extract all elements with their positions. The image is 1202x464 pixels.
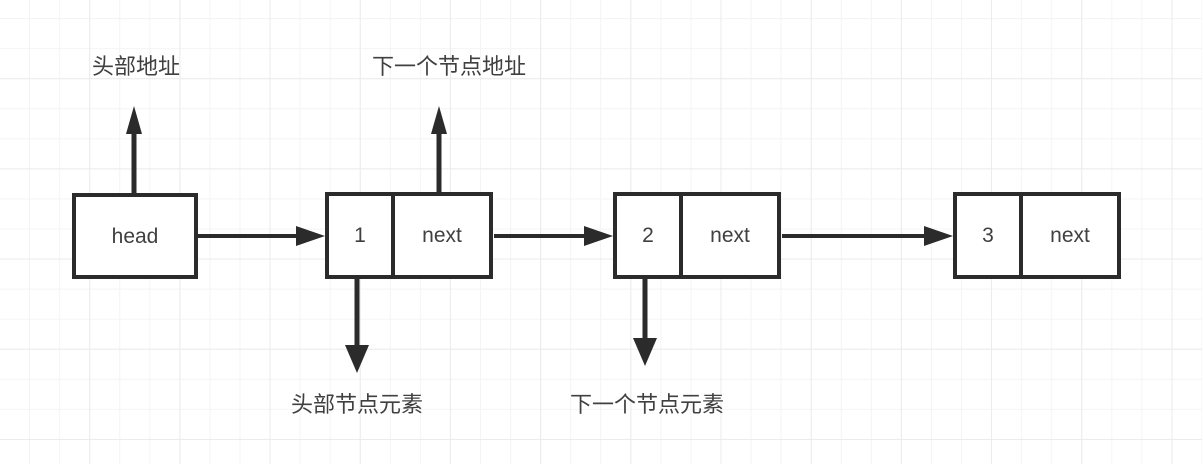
node-2-value: 2: [617, 196, 683, 275]
next-node-address-caption: 下一个节点地址: [371, 54, 527, 79]
head-element-pointer-arrow: [345, 277, 369, 373]
head-pointer-box[interactable]: head: [72, 193, 198, 279]
node-1-value: 1: [329, 196, 395, 275]
node-3-next: next: [1050, 224, 1090, 247]
list-node-3[interactable]: 3 next: [953, 192, 1121, 279]
head-address-pointer-arrow: [126, 106, 142, 195]
node-1-next: next: [422, 224, 462, 247]
next-element-pointer-arrow: [633, 277, 657, 366]
node-3-value: 3: [957, 196, 1023, 275]
node-2-next: next: [710, 224, 750, 247]
list-node-2[interactable]: 2 next: [613, 192, 781, 279]
head-label: head: [111, 224, 159, 248]
node2-to-node3-arrow: [782, 226, 953, 246]
head-to-node1-arrow: [198, 226, 325, 246]
node1-to-node2-arrow: [494, 226, 613, 246]
next-node-element-caption: 下一个节点元素: [569, 392, 725, 417]
head-address-caption: 头部地址: [91, 54, 181, 79]
head-node-element-caption: 头部节点元素: [290, 392, 424, 417]
next-address-pointer-arrow: [431, 106, 447, 194]
list-node-1[interactable]: 1 next: [325, 192, 493, 279]
